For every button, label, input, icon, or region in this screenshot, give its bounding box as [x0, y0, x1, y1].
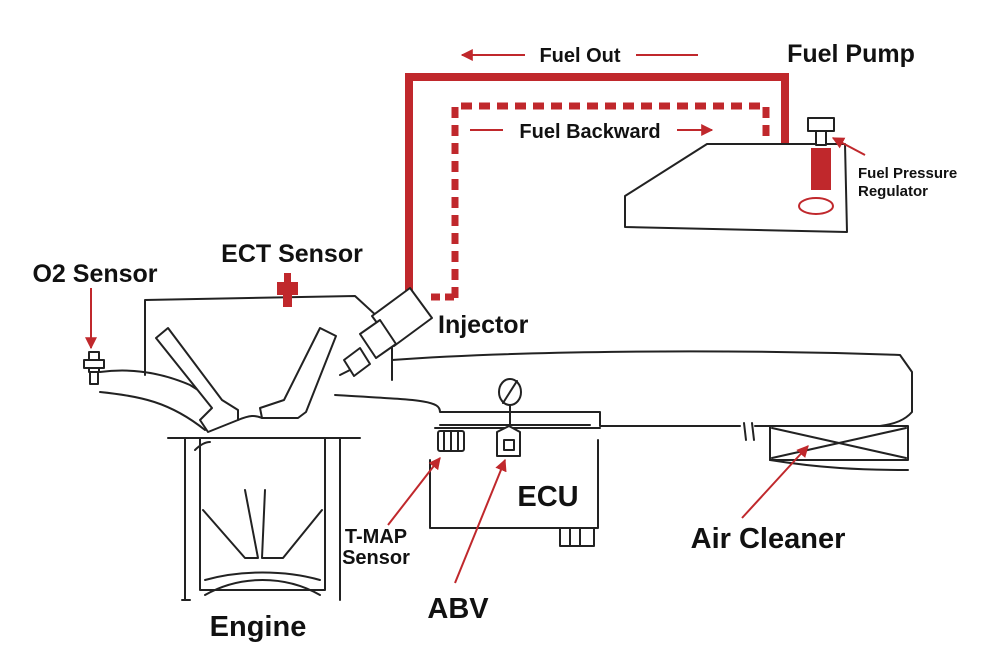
- abv-part: [496, 425, 521, 457]
- ecu-label: ECU: [517, 481, 578, 513]
- fuel-pump: [798, 117, 835, 215]
- abv-label: ABV: [427, 593, 489, 625]
- tmap-sensor-pointer: [387, 457, 441, 526]
- o2-sensor-part: [83, 351, 105, 385]
- o2-sensor-label: O2 Sensor: [32, 260, 157, 288]
- ecu-box: [429, 439, 599, 547]
- throttle-valve: [498, 378, 522, 429]
- injector-part: [339, 287, 433, 377]
- fuel-out-line: [405, 73, 789, 292]
- ect-sensor-label: ECT Sensor: [221, 240, 363, 268]
- injector-label: Injector: [438, 311, 529, 339]
- engine-block: [167, 437, 361, 601]
- exhaust-valve: [155, 327, 239, 433]
- tmap-sensor-label-line2: Sensor: [342, 547, 410, 569]
- combustion-chamber-roof: [237, 414, 263, 421]
- fuel-pressure-regulator-label-line2: Regulator: [858, 183, 928, 200]
- fuel-out-label: Fuel Out: [539, 45, 620, 67]
- air-cleaner-part: [769, 425, 909, 471]
- fuel-backward-line: [431, 102, 770, 301]
- ect-sensor-part: [277, 273, 298, 307]
- intake-manifold: [334, 350, 913, 441]
- tmap-sensor-part: [437, 430, 465, 452]
- intake-valve: [259, 327, 337, 419]
- fuel-backward-label: Fuel Backward: [519, 121, 660, 143]
- fuel-pump-label: Fuel Pump: [787, 40, 915, 68]
- exhaust-port: [99, 369, 231, 431]
- fuel-pressure-regulator-pointer: [831, 137, 866, 156]
- engine-label: Engine: [210, 611, 307, 643]
- air-cleaner-label: Air Cleaner: [691, 523, 846, 555]
- fuel-pressure-regulator-label-line1: Fuel Pressure: [858, 165, 957, 182]
- air-cleaner-pointer: [741, 445, 809, 519]
- abv-pointer: [454, 458, 507, 584]
- tmap-sensor-label-line1: T-MAP: [345, 526, 407, 548]
